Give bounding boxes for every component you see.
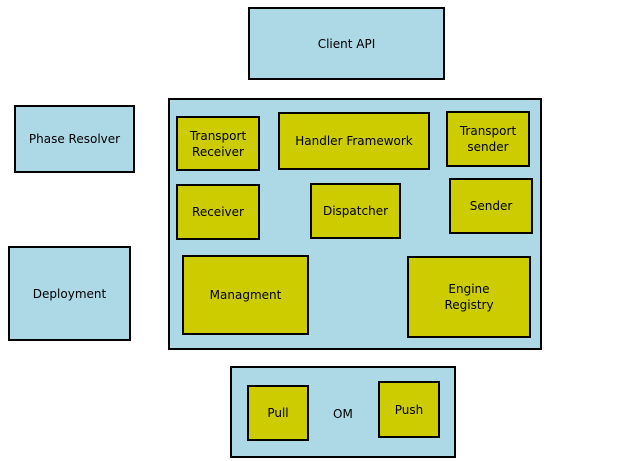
phase-resolver-box: Phase Resolver [14, 105, 135, 173]
dispatcher-label: Dispatcher [322, 204, 389, 218]
phase-resolver-label: Phase Resolver [28, 132, 121, 146]
transport-receiver-label: Transport Receiver [189, 128, 247, 159]
receiver-box: Receiver [176, 184, 260, 240]
pull-label: Pull [267, 406, 289, 420]
deployment-box: Deployment [8, 246, 131, 341]
client-api-box: Client API [248, 7, 445, 80]
client-api-label: Client API [317, 36, 376, 51]
sender-label: Sender [469, 199, 513, 213]
push-label: Push [394, 402, 424, 417]
sender-box: Sender [449, 178, 533, 234]
managment-box: Managment [182, 255, 309, 335]
dispatcher-box: Dispatcher [310, 183, 401, 239]
push-box: Push [378, 381, 440, 438]
pull-box: Pull [247, 385, 309, 441]
receiver-label: Receiver [192, 205, 244, 219]
transport-receiver-box: Transport Receiver [176, 116, 260, 171]
engine-registry-label: Engine Registry [444, 282, 494, 312]
engine-registry-box: Engine Registry [407, 256, 531, 338]
om-label: OM [333, 407, 353, 421]
handler-framework-label: Handler Framework [295, 134, 413, 148]
transport-sender-label: Transport sender [459, 124, 517, 154]
transport-sender-box: Transport sender [446, 111, 530, 167]
managment-label: Managment [209, 288, 282, 302]
handler-framework-box: Handler Framework [278, 112, 430, 170]
deployment-label: Deployment [32, 286, 107, 301]
